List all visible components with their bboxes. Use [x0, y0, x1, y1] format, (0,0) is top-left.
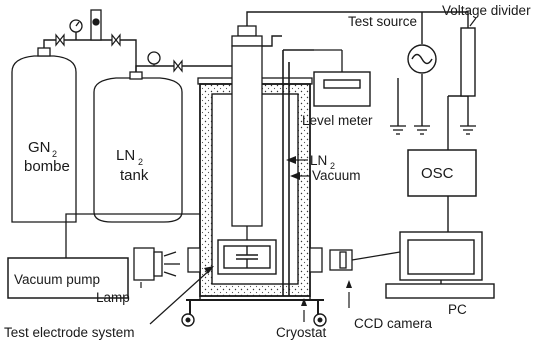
flow-meter-icon [90, 9, 102, 41]
vacuum-pump-label: Vacuum pump [14, 272, 100, 287]
valve-1-icon [55, 33, 65, 47]
level-meter-label: Level meter [302, 113, 373, 128]
vacuum-pointer-arrow [290, 172, 300, 180]
pc-label: PC [448, 302, 467, 317]
hv-wiring [246, 11, 469, 232]
pressure-gauge-2-icon [147, 51, 161, 66]
level-meter-box [313, 71, 371, 107]
valve-3-icon [173, 59, 183, 73]
electrode-pointer-arrow [204, 266, 214, 274]
osc-label: OSC [421, 165, 454, 182]
bombe-label: bombe [24, 158, 70, 175]
gn2-label-subscript: 2 [52, 149, 57, 159]
level-probe-rods [282, 50, 290, 296]
ln2-label: LN [310, 153, 327, 168]
cryostat-pointer-arrow [301, 298, 307, 306]
gn2-bombe [11, 47, 77, 223]
ln2-pointer-arrow [286, 156, 296, 164]
test-source-icon [407, 44, 437, 74]
lamp-label: Lamp [96, 290, 130, 305]
voltage-divider-label: Voltage divider [442, 3, 531, 18]
test-electrode-system [217, 239, 277, 275]
voltage-divider-icon [460, 27, 476, 97]
ln2-tank-label: LN [116, 147, 135, 164]
test-source-label: Test source [348, 14, 417, 29]
cryostat-wheel-right-icon [313, 313, 327, 327]
vacuum-pump-box [7, 257, 129, 299]
lamp-icon [133, 247, 180, 281]
pc-icon [385, 231, 495, 299]
cryostat-wheel-left-icon [181, 313, 195, 327]
test-electrode-system-label: Test electrode system [4, 325, 135, 340]
ln2-tank-label-subscript: 2 [138, 157, 143, 167]
ln2-transfer-line [135, 65, 232, 72]
tank-label: tank [120, 167, 149, 184]
hv-bushing [231, 25, 263, 240]
ground-symbols [390, 125, 476, 135]
ln2-tank [93, 71, 183, 223]
vacuum-label: Vacuum [312, 168, 361, 183]
ccd-pointer-arrow [346, 280, 352, 288]
gn2-label: GN [28, 139, 51, 156]
ln2-label-subscript: 2 [330, 161, 335, 171]
oscilloscope-box [407, 149, 477, 197]
ccd-camera-icon [329, 249, 401, 271]
pressure-gauge-1-icon [69, 19, 83, 33]
ccd-camera-label: CCD camera [354, 316, 433, 331]
valve-2-icon [111, 33, 121, 47]
vacuum-line [65, 213, 94, 258]
cryostat-label: Cryostat [276, 325, 327, 340]
